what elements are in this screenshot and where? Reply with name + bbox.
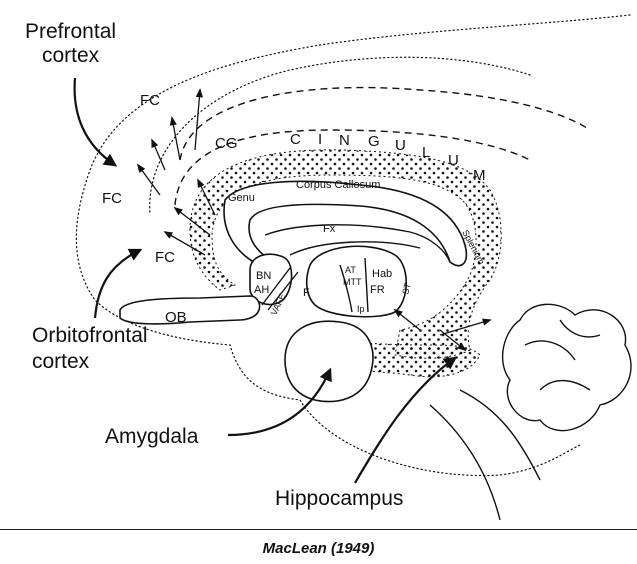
brainstem bbox=[430, 390, 540, 520]
hab-label: Hab bbox=[372, 268, 392, 280]
orbitofrontal-label-1: Orbitofrontal bbox=[32, 324, 148, 347]
cingulum-letter: U bbox=[395, 137, 406, 154]
cingulate-outer-dashed bbox=[180, 88, 590, 160]
brain-outline bbox=[76, 15, 630, 476]
prefrontal-arrow bbox=[75, 78, 115, 165]
corpus-callosum-label: Corpus Callosum bbox=[296, 179, 380, 191]
brain-diagram-svg: Prefrontal cortex FC FC FC CG C I N G U … bbox=[0, 0, 637, 530]
ip-label: Ip bbox=[357, 304, 365, 314]
ah-label: AH bbox=[254, 284, 269, 296]
cerebellum bbox=[503, 304, 631, 430]
fc-label-low: FC bbox=[155, 249, 175, 266]
st-label: ST bbox=[400, 281, 413, 295]
cingulum-letter: M bbox=[473, 167, 486, 184]
cingulum-letter: G bbox=[368, 133, 380, 150]
cingulum-letter: U bbox=[448, 152, 459, 169]
cerebellum-folia bbox=[525, 320, 600, 390]
fr-label: FR bbox=[370, 284, 385, 296]
f-label: F bbox=[303, 287, 310, 299]
cingulum-letter: L bbox=[422, 144, 430, 161]
amygdala-label: Amygdala bbox=[105, 425, 199, 448]
figure-caption: MacLean (1949) bbox=[0, 540, 637, 557]
olfactory-bulb bbox=[120, 296, 260, 324]
genu-label: Genu bbox=[228, 192, 255, 204]
fc-label-top: FC bbox=[140, 92, 160, 109]
cingulum-letter: C bbox=[290, 131, 301, 148]
bn-label: BN bbox=[256, 270, 271, 282]
orbitofrontal-label-2: cortex bbox=[32, 350, 90, 373]
cingulum-letter: I bbox=[318, 131, 322, 148]
mtt-label: MTT bbox=[343, 277, 362, 287]
brain-diagram: Prefrontal cortex FC FC FC CG C I N G U … bbox=[0, 0, 637, 530]
amygdala-body bbox=[285, 321, 373, 401]
ob-label: OB bbox=[165, 309, 187, 326]
prefrontal-label-1: Prefrontal bbox=[25, 20, 116, 43]
at-label: AT bbox=[345, 265, 356, 275]
cingulum-letter: N bbox=[339, 132, 350, 149]
cg-label: CG bbox=[215, 135, 238, 152]
fx-label: Fx bbox=[323, 223, 336, 235]
hippocampus-label: Hippocampus bbox=[275, 487, 403, 510]
fc-label-mid: FC bbox=[102, 190, 122, 207]
prefrontal-label-2: cortex bbox=[42, 44, 100, 67]
